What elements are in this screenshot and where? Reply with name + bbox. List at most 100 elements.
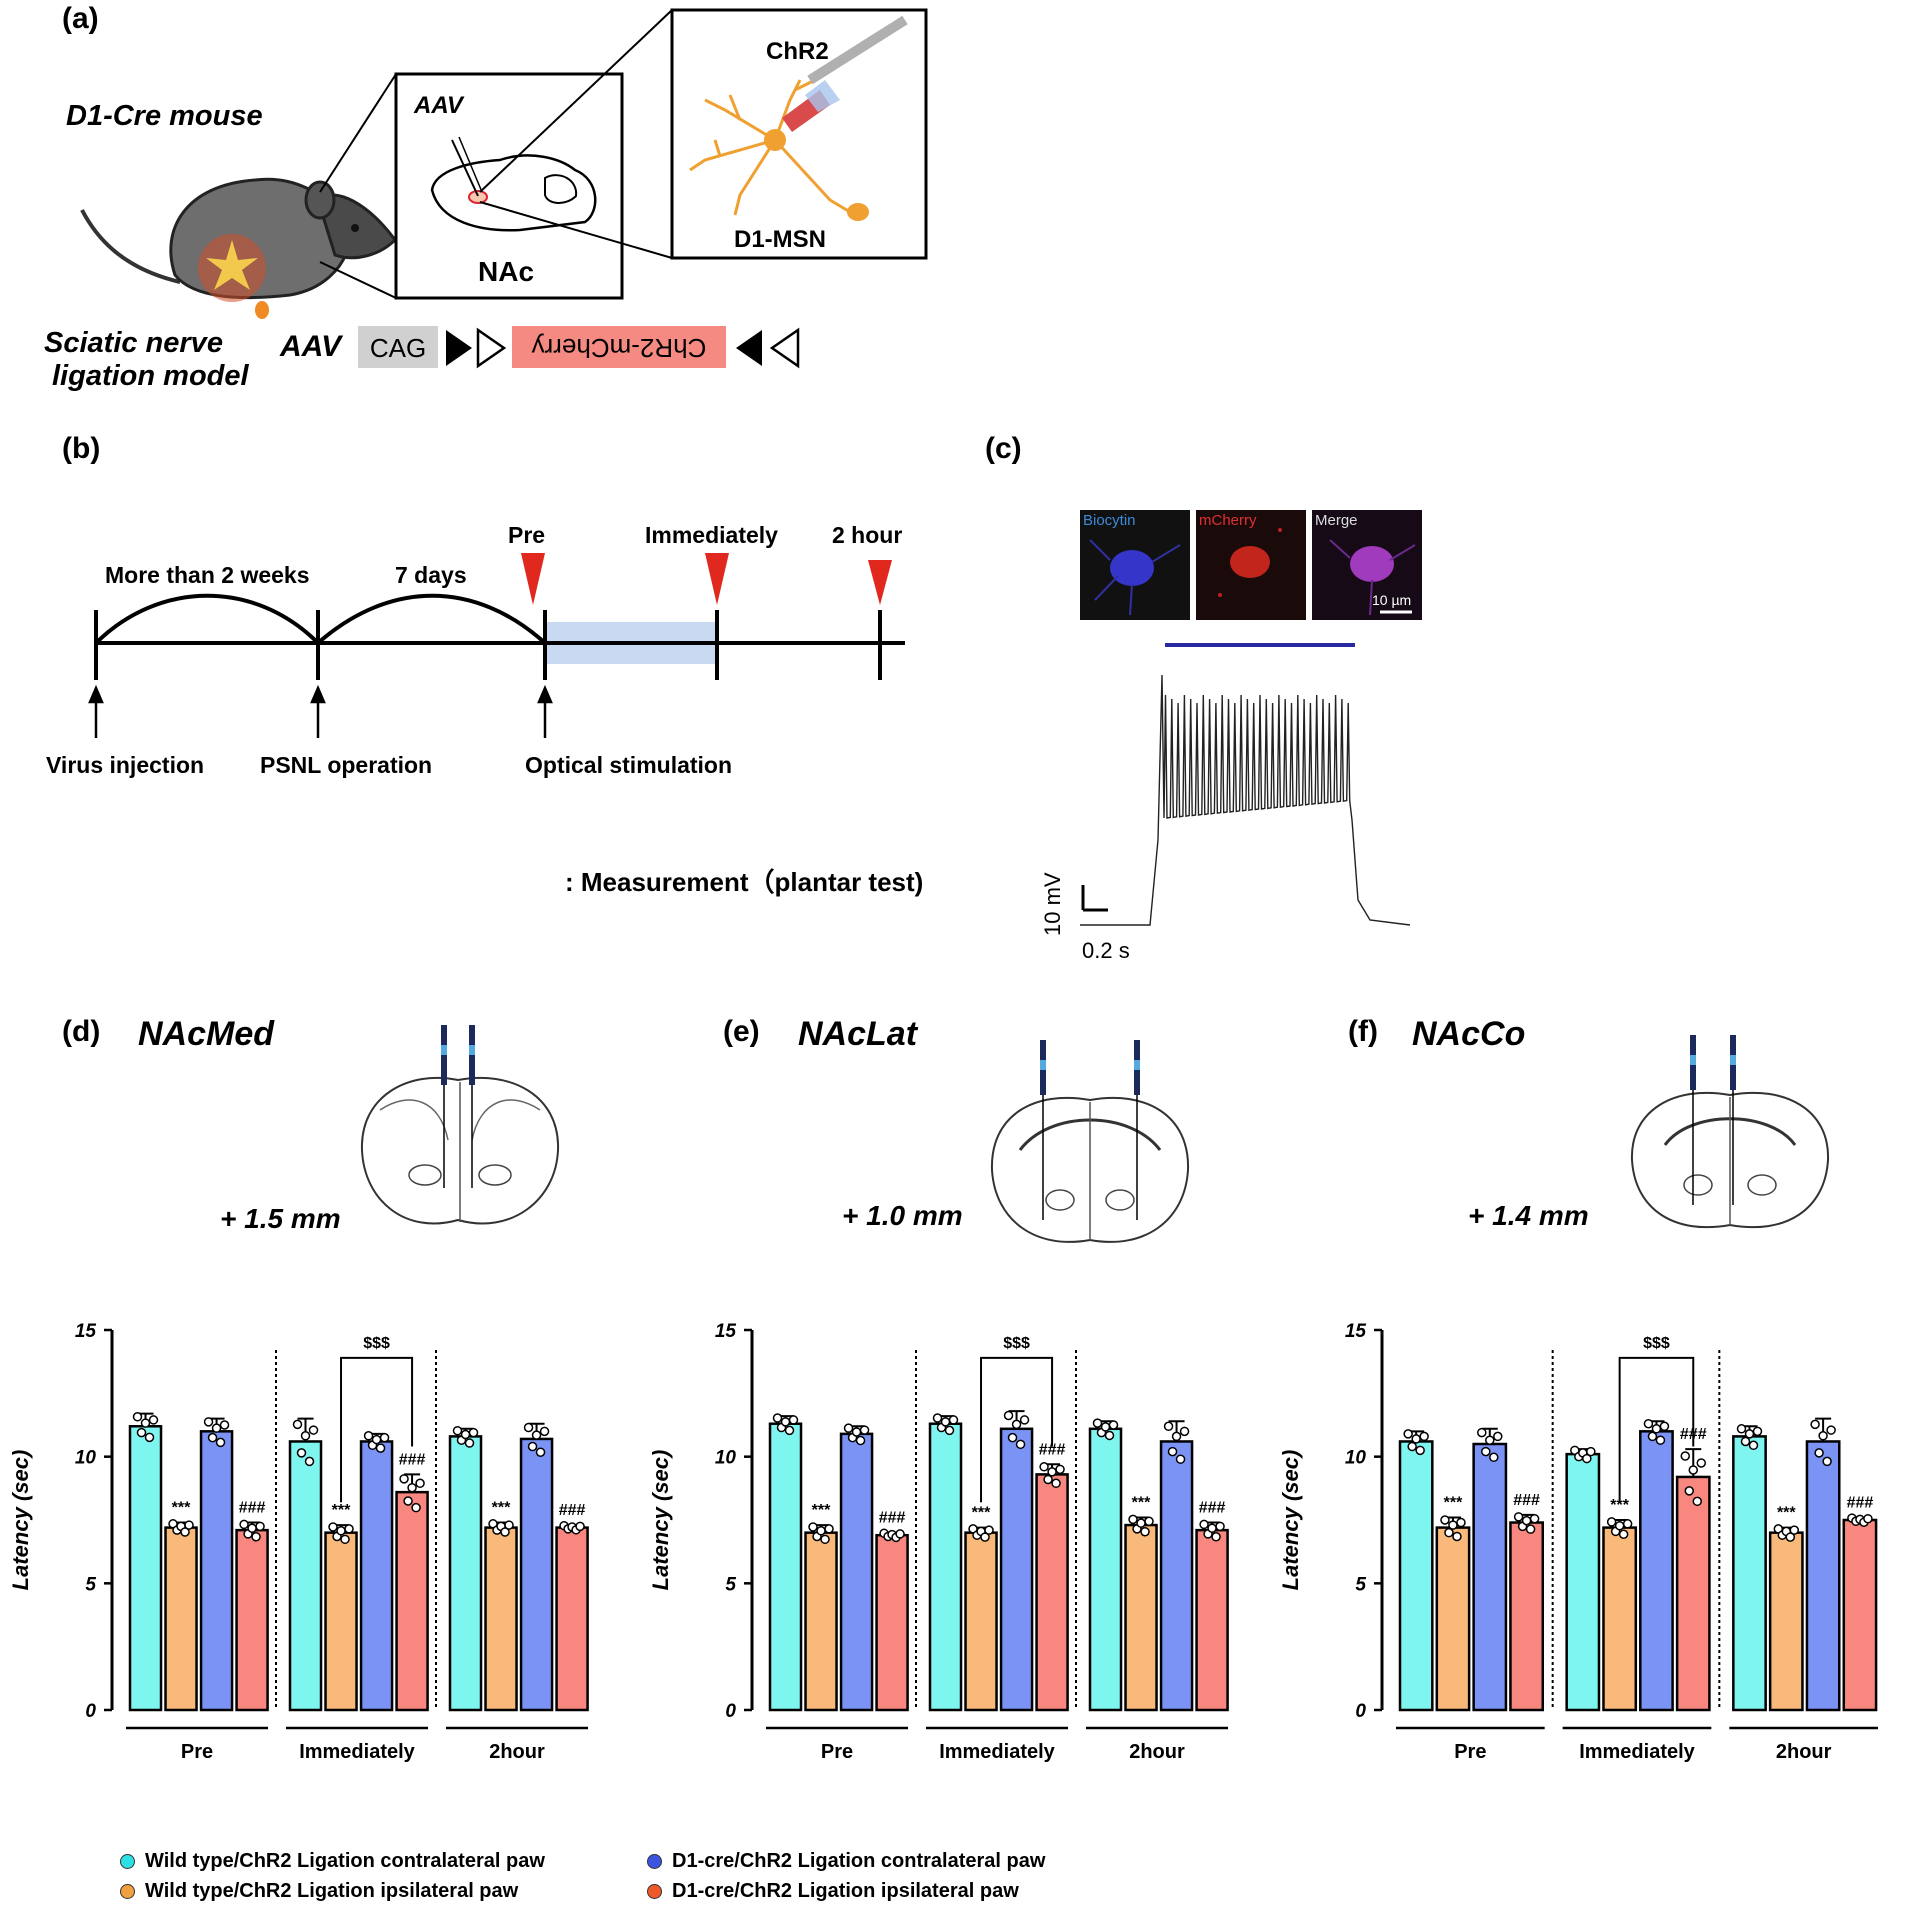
data-point [1140, 1526, 1150, 1537]
data-point [1863, 1513, 1873, 1524]
data-point [504, 1520, 514, 1530]
data-point [1171, 1431, 1182, 1442]
data-point [843, 1423, 854, 1433]
loxp-open-2 [769, 327, 800, 369]
data-point [1407, 1441, 1417, 1452]
data-point [1448, 1520, 1458, 1530]
bar [1398, 1440, 1434, 1712]
data-point [407, 1482, 417, 1493]
data-point [1622, 1519, 1633, 1529]
data-point [1680, 1451, 1691, 1461]
y-tick-label: 0 [1355, 1701, 1366, 1722]
data-point [780, 1417, 791, 1427]
data-point [1144, 1516, 1154, 1527]
time-scale-label: 0.2 s [1082, 938, 1130, 963]
marker-2hour [868, 560, 892, 605]
data-point [1015, 1439, 1026, 1450]
mouse-ear [304, 180, 336, 220]
data-point [403, 1496, 413, 1506]
data-point [984, 1525, 994, 1535]
data-point [1440, 1515, 1450, 1525]
bar [1842, 1518, 1878, 1712]
data-point [531, 1430, 542, 1440]
bar [1159, 1440, 1194, 1712]
pain-star [206, 240, 258, 290]
x-group-label: Immediately [299, 1741, 415, 1763]
injection-needle [451, 139, 479, 197]
y-tick-label: 15 [75, 1321, 97, 1342]
data-point [1688, 1465, 1699, 1475]
data-point [1489, 1452, 1499, 1463]
data-point [1003, 1410, 1014, 1421]
panel-a-label: (a) [62, 2, 99, 35]
interval-arc-2 [316, 593, 547, 645]
chr2-mcherry-box [512, 326, 726, 368]
data-point [1651, 1424, 1662, 1434]
legend-item-d1-ipsi: D1-cre/ChR2 Ligation ipsilateral paw [647, 1880, 1019, 1903]
bar [1435, 1526, 1471, 1712]
data-point [452, 1425, 463, 1436]
voltage-trace [1080, 674, 1411, 926]
data-point [1525, 1524, 1536, 1534]
data-point [399, 1474, 409, 1484]
y-axis-label: Latency (sec) [8, 1450, 33, 1591]
data-point [851, 1427, 862, 1437]
significance-label: ### [1847, 1494, 1874, 1511]
y-axis-label: Latency (sec) [1278, 1450, 1303, 1591]
data-point [859, 1425, 870, 1435]
data-point [1513, 1512, 1524, 1522]
bar [999, 1427, 1034, 1712]
bar [768, 1422, 803, 1712]
x-group-label: 2hour [489, 1741, 545, 1763]
bar [1768, 1531, 1804, 1712]
data-point [1606, 1517, 1617, 1527]
legend-label-d1-contra: D1-cre/ChR2 Ligation contralateral paw [672, 1850, 1046, 1872]
bar [1805, 1440, 1841, 1712]
data-point [816, 1526, 826, 1536]
data-point [824, 1524, 834, 1534]
bar [875, 1533, 909, 1712]
data-point [375, 1443, 386, 1453]
mouse-tail [80, 209, 181, 284]
data-point [1403, 1429, 1413, 1439]
data-point [336, 1526, 346, 1536]
panel-f-label: (f) [1348, 1015, 1378, 1048]
data-point [300, 1431, 311, 1441]
bar [1088, 1427, 1123, 1712]
image-label-biocytin: Biocytin [1083, 512, 1136, 529]
panel-a-illustration [80, 8, 928, 369]
data-point [1128, 1514, 1138, 1525]
data-point [1136, 1518, 1146, 1528]
panel-f-depth: + 1.4 mm [1468, 1200, 1589, 1231]
mouse-title: D1-Cre mouse [66, 100, 263, 132]
comparison-bracket [980, 1356, 1054, 1503]
interval-1-label: More than 2 weeks [105, 562, 310, 588]
data-point [895, 1529, 905, 1539]
data-point [132, 1412, 143, 1422]
data-point [144, 1432, 155, 1443]
data-point [1167, 1446, 1178, 1457]
data-point [344, 1524, 354, 1534]
x-group-label: Pre [181, 1741, 213, 1763]
significance-label: *** [172, 1500, 191, 1517]
voltage-scale-label: 10 mV [1040, 872, 1065, 936]
legend-item-wt-ipsi: Wild type/ChR2 Ligation ipsilateral paw [120, 1880, 518, 1903]
data-point [1748, 1440, 1759, 1451]
data-point [1019, 1415, 1030, 1425]
construct-cag-label: CAG [369, 333, 427, 363]
data-point [1818, 1431, 1828, 1441]
atlas-d [360, 1025, 560, 1225]
data-point [535, 1447, 546, 1457]
data-point [292, 1419, 303, 1430]
legend-label-d1-ipsi: D1-cre/ChR2 Ligation ipsilateral paw [672, 1880, 1019, 1902]
y-tick-label: 10 [1345, 1448, 1367, 1469]
data-point [1785, 1532, 1796, 1542]
data-point [1092, 1418, 1103, 1428]
data-point [180, 1527, 190, 1537]
model-text-line1: Sciatic nerve [44, 327, 223, 359]
legend-dot-d1-ipsi [647, 1884, 662, 1899]
data-point [1444, 1527, 1454, 1538]
data-point [932, 1413, 943, 1423]
bar [359, 1440, 394, 1712]
data-point [1586, 1446, 1596, 1457]
